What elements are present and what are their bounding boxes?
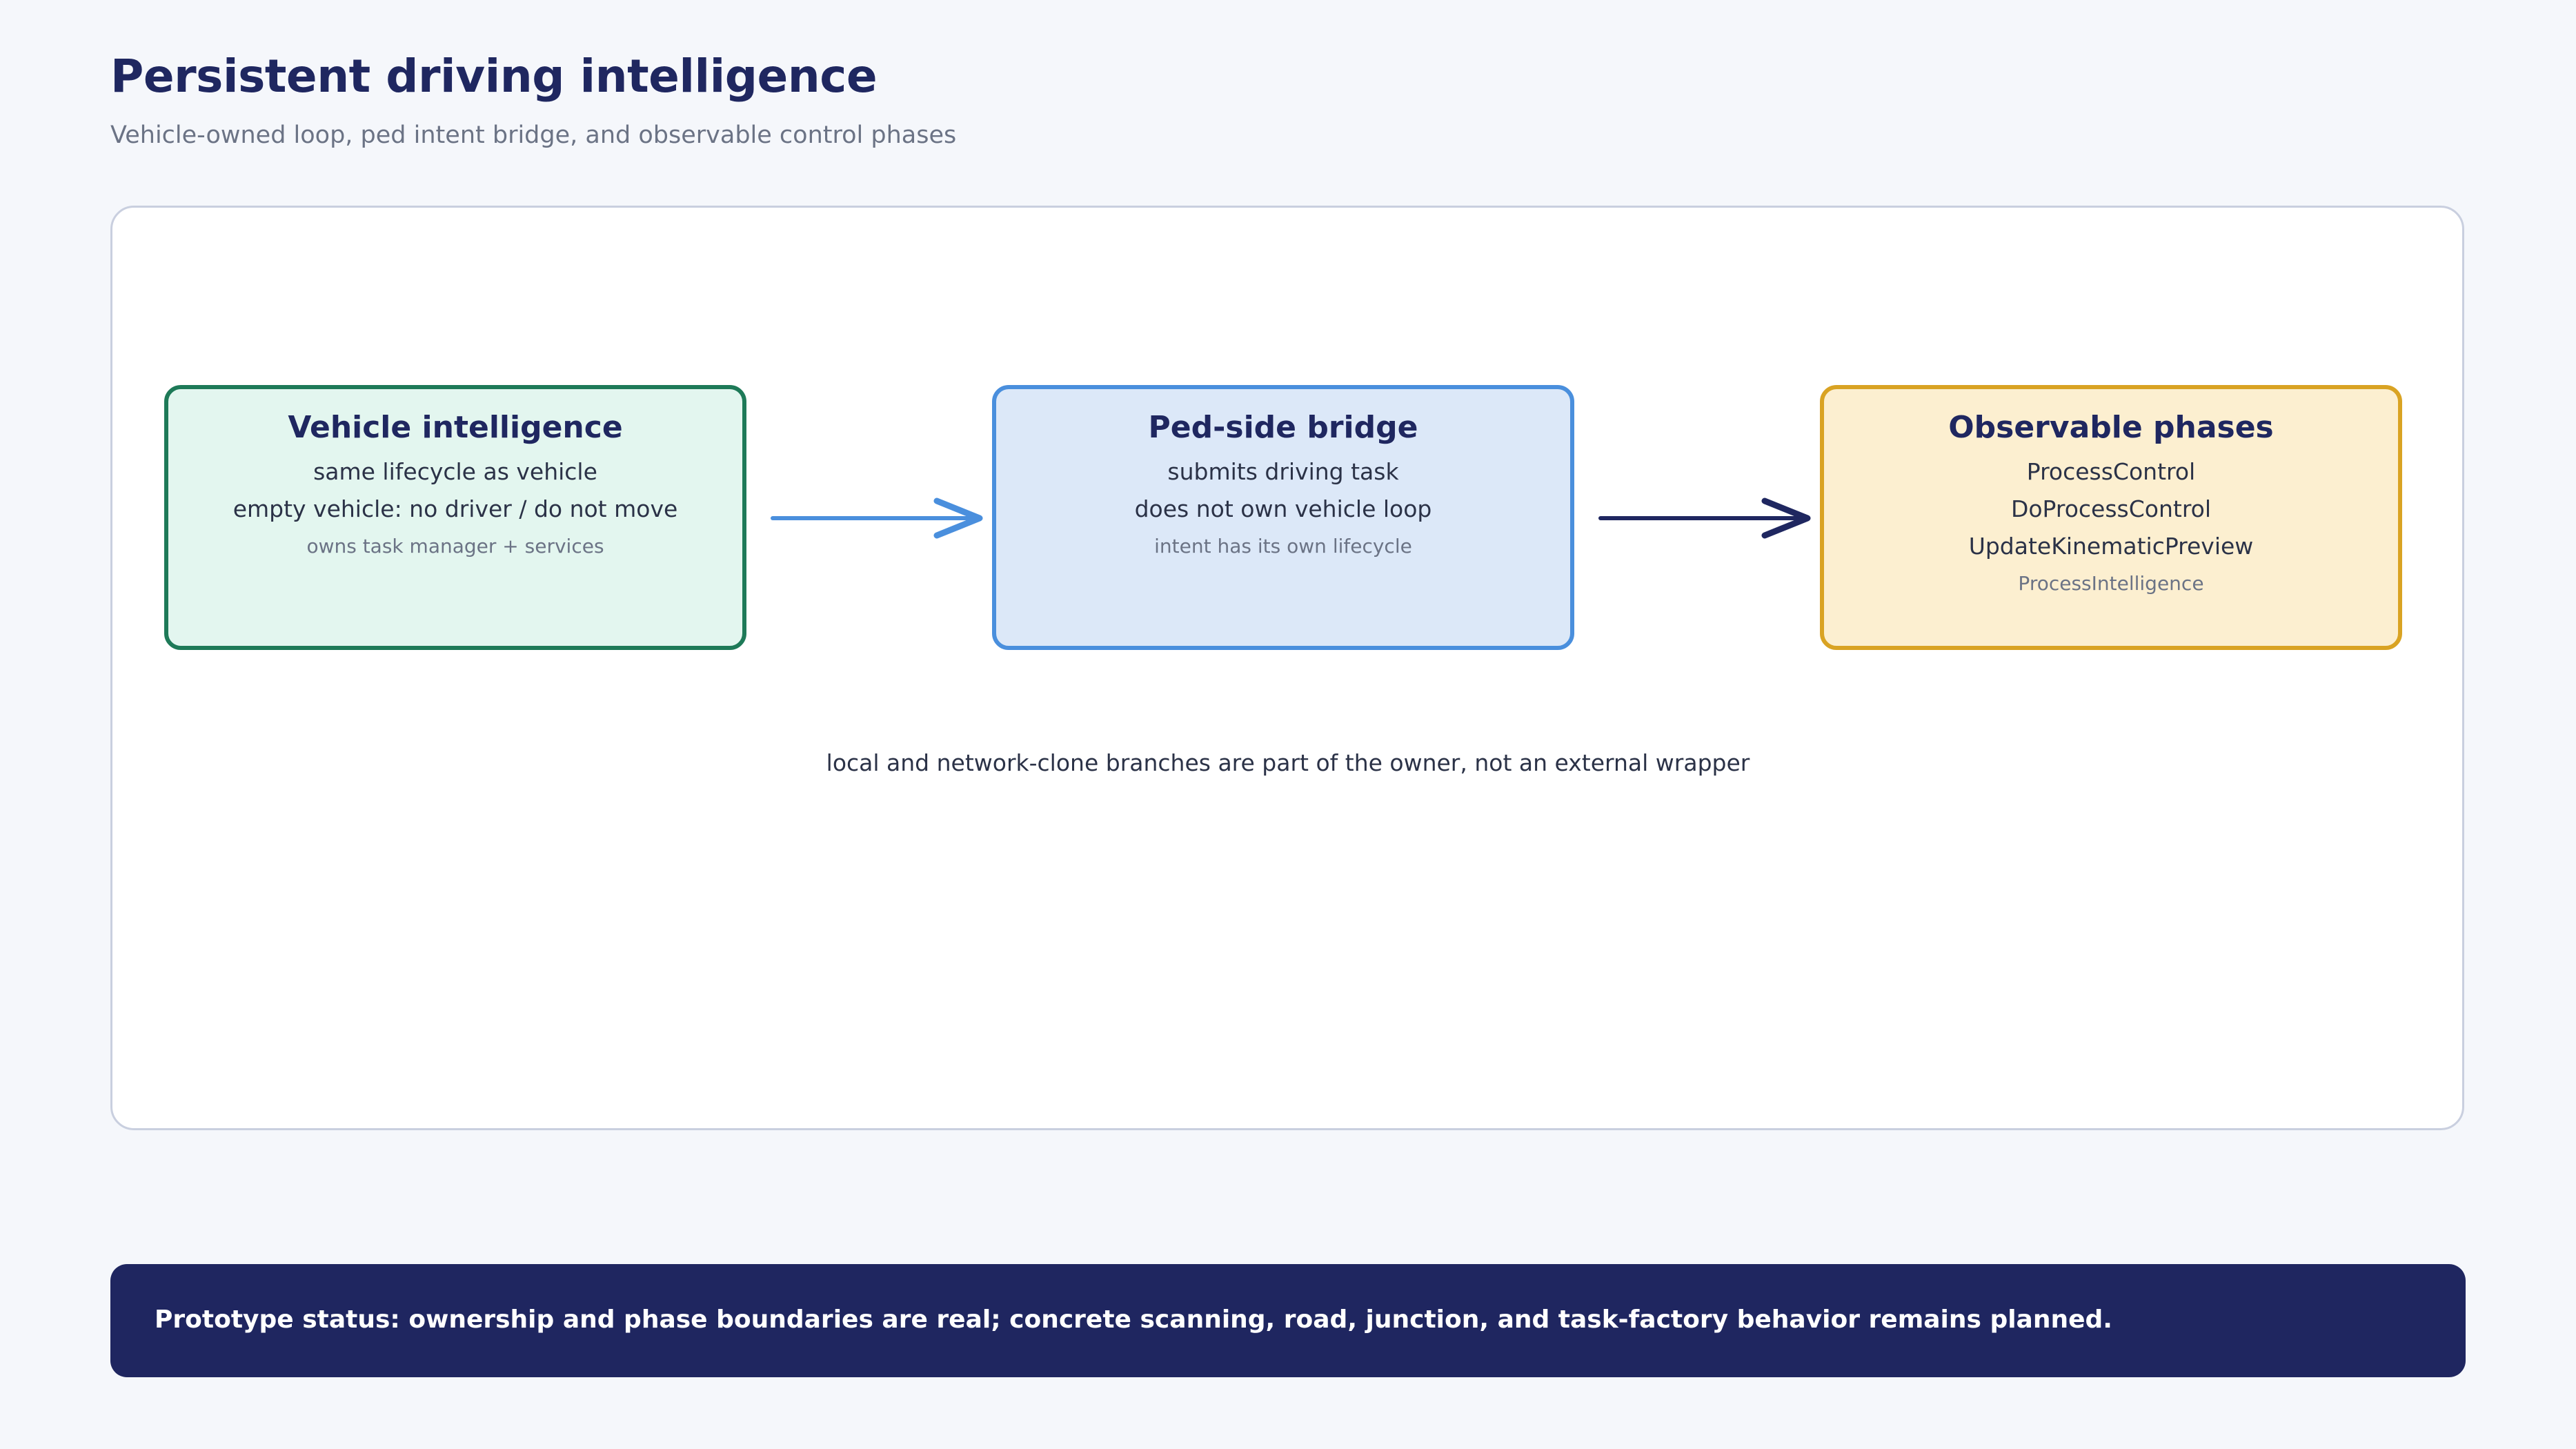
node-vehicle-intelligence: Vehicle intelligence same lifecycle as v… [164, 385, 746, 650]
diagram-caption: local and network-clone branches are par… [826, 749, 1750, 776]
node-observable-phases: Observable phases ProcessControl DoProce… [1820, 385, 2402, 650]
node-title: Ped-side bridge [1148, 410, 1418, 445]
node-note: owns task manager + services [306, 535, 604, 558]
status-text: Prototype status: ownership and phase bo… [155, 1305, 2112, 1334]
node-line: empty vehicle: no driver / do not move [232, 495, 678, 522]
node-line: same lifecycle as vehicle [313, 458, 597, 485]
node-line: submits driving task [1167, 458, 1399, 485]
node-line: DoProcessControl [2010, 495, 2212, 522]
page-subtitle: Vehicle-owned loop, ped intent bridge, a… [110, 121, 957, 149]
node-title: Observable phases [1948, 410, 2274, 445]
diagram-panel [110, 206, 2464, 1130]
node-note: ProcessIntelligence [2018, 572, 2204, 595]
node-line: UpdateKinematicPreview [1968, 533, 2254, 560]
node-title: Vehicle intelligence [288, 410, 623, 445]
node-note: intent has its own lifecycle [1154, 535, 1412, 558]
node-ped-side-bridge: Ped-side bridge submits driving task doe… [992, 385, 1574, 650]
page-title: Persistent driving intelligence [110, 50, 878, 103]
status-banner: Prototype status: ownership and phase bo… [110, 1264, 2466, 1377]
node-line: ProcessControl [2026, 458, 2196, 485]
node-line: does not own vehicle loop [1134, 495, 1432, 522]
